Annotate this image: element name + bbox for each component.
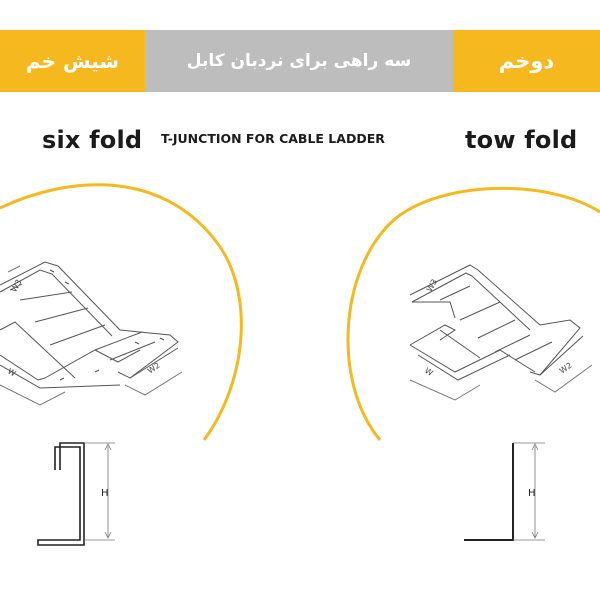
left-dim-w2: W2 bbox=[146, 361, 162, 376]
right-dim-w3: W3 bbox=[425, 278, 439, 294]
page-subtitle: T-JUNCTION FOR CABLE LADDER bbox=[161, 131, 385, 146]
left-t-junction-drawing bbox=[0, 261, 183, 406]
right-dim-w: W bbox=[423, 366, 434, 378]
left-profile-section bbox=[37, 442, 115, 546]
right-dim-height: H bbox=[528, 488, 536, 499]
left-dim-w: W bbox=[6, 367, 17, 379]
right-profile-section bbox=[464, 442, 545, 541]
right-accent-arc bbox=[346, 186, 600, 441]
banner-center-label: سه راهی برای نردبان کابل bbox=[186, 51, 412, 71]
banner-center-segment: سه راهی برای نردبان کابل bbox=[145, 30, 453, 92]
left-dim-height: H bbox=[101, 488, 109, 499]
banner-left-label: شیش خم bbox=[25, 49, 120, 73]
six-fold-title: six fold bbox=[42, 126, 143, 154]
two-fold-title: tow fold bbox=[465, 126, 578, 154]
right-t-junction-drawing bbox=[409, 264, 593, 401]
right-dim-w2: W2 bbox=[558, 361, 574, 376]
banner-right-label: دوخم bbox=[498, 49, 555, 73]
banner-left-segment: شیش خم bbox=[0, 30, 145, 92]
left-accent-arc bbox=[0, 183, 243, 441]
header-banner: شیش خم سه راهی برای نردبان کابل دوخم bbox=[0, 30, 600, 92]
banner-right-segment: دوخم bbox=[453, 30, 600, 92]
